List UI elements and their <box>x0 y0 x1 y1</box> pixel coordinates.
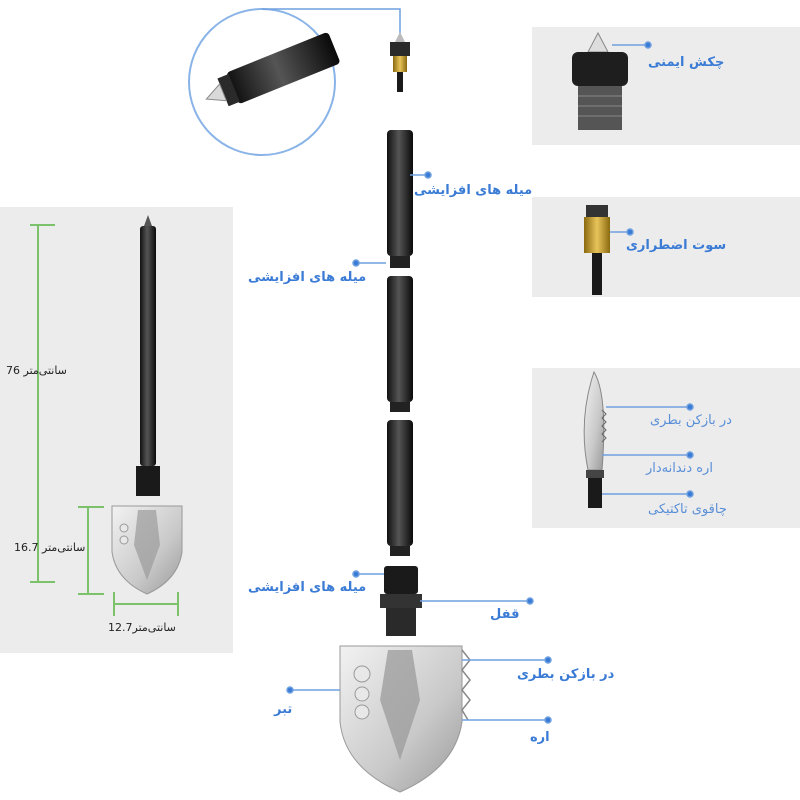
extension-rod-2 <box>387 276 413 412</box>
magnifier-leader <box>262 8 401 36</box>
extension-rod-1 <box>387 130 413 268</box>
knife-detail-image <box>583 370 607 508</box>
label-bottle-opener-shovel: در بازکن بطری <box>517 667 615 682</box>
top-hammer-piece <box>390 32 410 92</box>
label-axe: تبر <box>274 702 293 717</box>
hammer-detail-image <box>572 31 628 130</box>
label-bottle-opener-knife: در بازکن بطری <box>650 413 732 428</box>
label-extension-rod-1: میله های افزایشی <box>414 183 533 198</box>
dim-blade-width: 12.7سانتی‌متر <box>108 621 176 634</box>
label-extension-rod-3: میله های افزایشی <box>248 580 367 595</box>
label-lock: قفل <box>490 607 520 622</box>
label-emergency-whistle: سوت اضطراری <box>626 238 727 253</box>
label-tactical-knife: چاقوی تاکتیکی <box>648 502 727 517</box>
magnifier-circle <box>188 8 340 156</box>
dim-blade-height: 16.7 سانتی‌متر <box>14 541 86 554</box>
leader-lines <box>286 41 694 724</box>
label-saw: اره <box>530 730 550 745</box>
dimension-shovel <box>111 215 183 595</box>
knife-panel <box>532 368 800 528</box>
dimension-lines <box>30 224 179 616</box>
extension-rod-3 <box>387 420 413 556</box>
label-safety-hammer: چکش ایمنی <box>648 55 725 70</box>
main-shovel <box>339 566 471 793</box>
label-serrated-saw: اره دندانه‌دار <box>646 461 713 476</box>
label-extension-rod-2: میله های افزایشی <box>248 270 367 285</box>
whistle-panel <box>532 197 800 297</box>
whistle-detail-image <box>584 205 610 295</box>
hammer-panel <box>532 27 800 145</box>
dim-total-length: 76 سانتی‌متر <box>6 364 67 377</box>
